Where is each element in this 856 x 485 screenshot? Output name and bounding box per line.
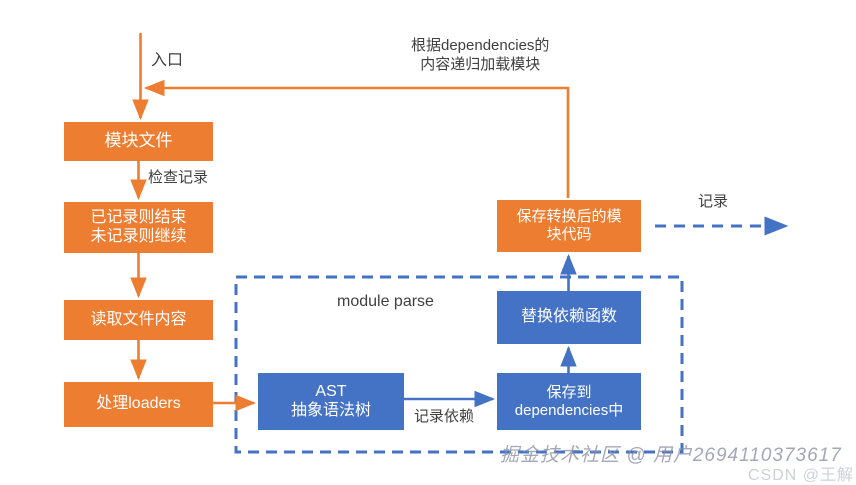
node-save-module-code[interactable]: 保存转换后的模 块代码 [497,200,641,252]
label-record: 记录 [698,193,729,210]
node-module-file[interactable]: 模块文件 [64,122,213,161]
label-check-record: 检查记录 [148,169,209,186]
label-entry: 入口 [151,52,184,69]
label-module-parse: module parse [337,293,434,310]
node-read-file[interactable]: 读取文件内容 [64,300,213,340]
label-recursive-load: 根据dependencies的 内容递归加载模块 [411,37,550,73]
node-replace-dep-fn[interactable]: 替换依赖函数 [497,291,641,344]
node-save-dependencies[interactable]: 保存到 dependencies中 [497,373,641,430]
node-handle-loaders[interactable]: 处理loaders [64,382,213,427]
label-record-dependency: 记录依赖 [414,408,475,425]
module-parse-container [234,275,684,454]
node-record-check[interactable]: 已记录则结束 未记录则继续 [64,202,213,253]
edge-recursive-load-feedback [143,79,570,198]
node-ast[interactable]: AST 抽象语法树 [258,373,404,430]
